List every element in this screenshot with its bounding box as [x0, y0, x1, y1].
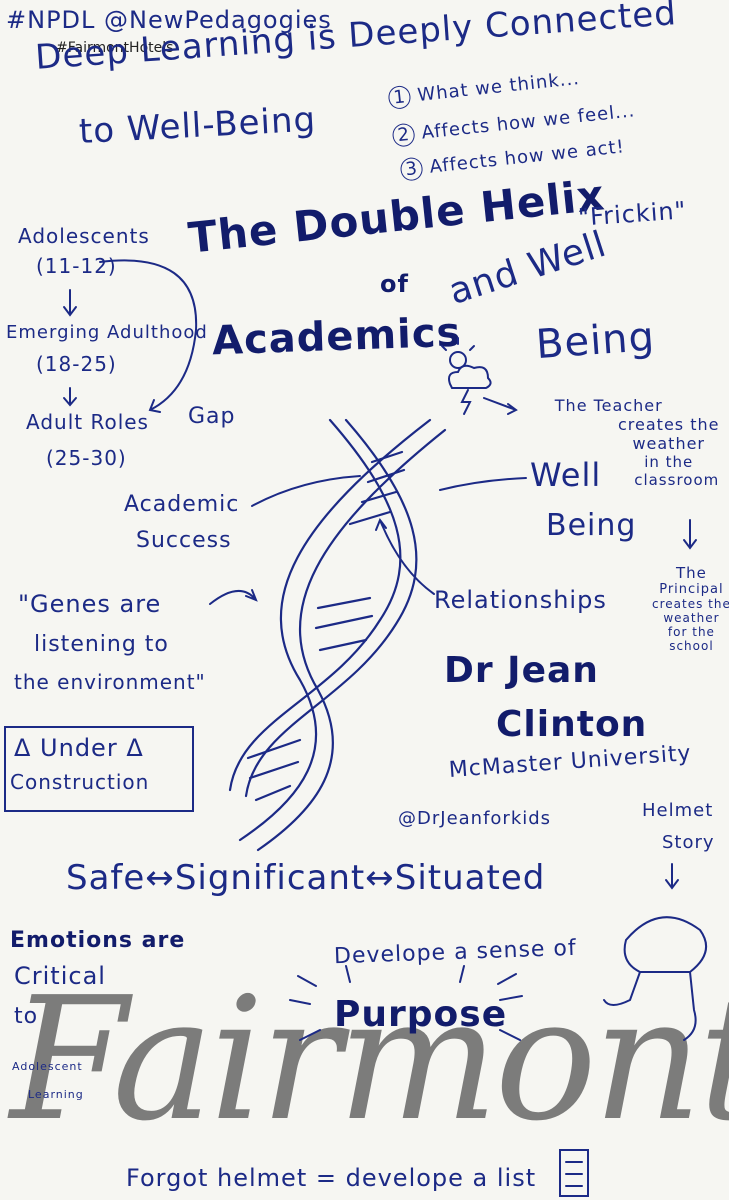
academic-label-2: Success: [136, 528, 232, 553]
principal-line: weather: [663, 611, 720, 625]
teacher-line: The Teacher: [554, 396, 663, 415]
emotions-line-1: Emotions are: [10, 928, 186, 953]
stage-adolescents-range: (11-12): [36, 254, 117, 278]
gap-label: Gap: [188, 404, 236, 429]
stage-adolescents: Adolescents: [18, 224, 150, 248]
relationships-label: Relationships: [434, 586, 607, 614]
well-being-label-1: Well: [530, 456, 602, 494]
situated-word: Situated: [394, 858, 546, 898]
handle-text: #NPDL @NewPedagogies: [6, 6, 332, 34]
hashtag-text: #FairmontHotels: [56, 40, 174, 56]
emotions-line-3: to: [14, 1004, 39, 1029]
principal-line: school: [669, 639, 714, 653]
principal-line: creates the: [652, 597, 729, 611]
teacher-note: The Teacher creates the weather in the c…: [538, 396, 719, 489]
pointer-line: [439, 477, 527, 491]
speaker-name-1: Dr Jean: [444, 650, 599, 691]
genes-quote-2: listening to: [34, 632, 169, 657]
stage-emerging-range: (18-25): [36, 352, 117, 376]
gap-bracket: [99, 259, 198, 413]
arrow-to-teacher: [483, 397, 518, 415]
under-construction-2: Construction: [10, 770, 150, 794]
pointer-line: [209, 589, 258, 605]
down-arrow-icon: [63, 289, 77, 317]
under-construction-1: Δ Under Δ: [14, 734, 144, 762]
fairmont-logo-text: Fairmont: [10, 961, 729, 1159]
pointer-line: [251, 475, 361, 507]
teacher-line: weather: [632, 434, 706, 453]
genes-quote-1: "Genes are: [18, 590, 162, 618]
footer-line: Forgot helmet = develope a list: [126, 1164, 537, 1192]
principal-note: The Principal creates the weather for th…: [652, 564, 729, 653]
academic-label-1: Academic: [124, 492, 240, 517]
significant-word: Significant: [174, 858, 366, 898]
down-arrow-icon: [63, 387, 77, 407]
double-arrow-icon: ↔: [145, 858, 175, 898]
checklist-icon: [559, 1149, 589, 1197]
emotions-line-4: Adolescent: [12, 1060, 83, 1073]
safe-word: Safe: [66, 858, 146, 898]
helmet-label-1: Helmet: [642, 800, 714, 821]
teacher-line: in the: [644, 453, 694, 471]
teacher-line: creates the: [618, 415, 720, 434]
teacher-line: classroom: [634, 471, 720, 489]
pointer-line: [375, 517, 435, 595]
emotions-line-5: Learning: [28, 1088, 84, 1101]
principal-line: Principal: [659, 582, 724, 597]
genes-quote-3: the environment": [14, 670, 206, 694]
dna-helix-drawing: [228, 418, 447, 852]
speaker-handle: @DrJeanforkids: [398, 808, 552, 829]
helmet-label-2: Story: [662, 832, 715, 853]
purpose-rays: [289, 965, 523, 1041]
helmet-figure-drawing: [603, 916, 708, 1041]
stage-emerging: Emerging Adulthood: [6, 322, 208, 343]
down-arrow-icon: [665, 863, 679, 890]
helix-title-of: of: [380, 270, 409, 298]
double-arrow-icon: ↔: [365, 858, 395, 898]
stage-adult-range: (25-30): [46, 446, 127, 470]
speaker-name-2: Clinton: [496, 704, 648, 745]
under-construction-box: [4, 726, 194, 812]
stage-adult: Adult Roles: [26, 410, 149, 434]
well-being-label-2: Being: [546, 508, 637, 543]
emotions-line-2: Critical: [14, 962, 106, 990]
weather-cloud-icon: [441, 337, 492, 415]
down-arrow-icon: [683, 519, 697, 550]
purpose-word: Purpose: [334, 994, 508, 1035]
safe-row: Safe↔Significant↔Situated: [66, 858, 545, 898]
principal-line: The: [675, 564, 707, 582]
principal-line: for the: [667, 625, 715, 639]
